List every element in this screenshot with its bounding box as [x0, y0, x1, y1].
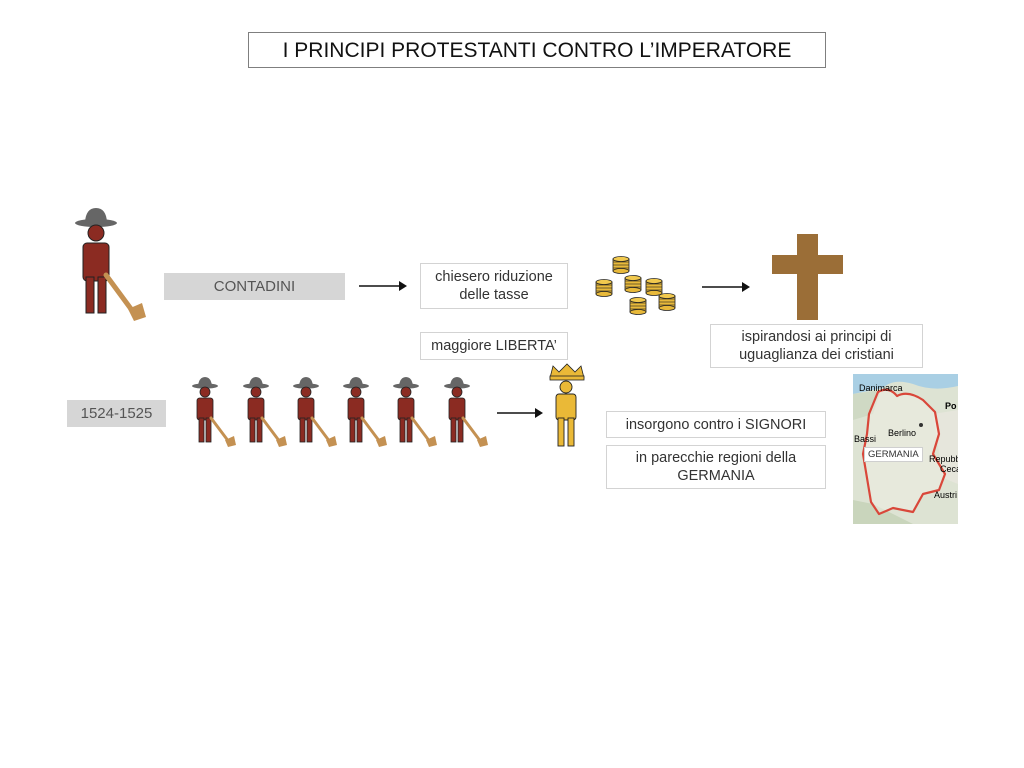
peasant-icon [391, 375, 439, 449]
peasant-icon [190, 375, 238, 449]
peasants-group [190, 375, 490, 449]
inspiration-box: ispirandosi ai principi di uguaglianza d… [710, 324, 923, 368]
coins-icon [595, 256, 676, 315]
demand-tax-box: chiesero riduzione delle tasse [420, 263, 568, 309]
map-country-label: GERMANIA [864, 447, 923, 462]
map-label: Bassi [854, 434, 876, 444]
arrow-icon [497, 408, 543, 418]
demand-freedom-box: maggiore LIBERTA’ [420, 332, 568, 360]
map-label: Austri [934, 490, 957, 500]
arrow-icon [359, 281, 407, 291]
lord-icon [549, 363, 585, 447]
map-label: Danimarca [859, 383, 903, 393]
revolt-box: insorgono contro i SIGNORI [606, 411, 826, 438]
peasant-icon [341, 375, 389, 449]
regions-box: in parecchie regioni della GERMANIA [606, 445, 826, 489]
map-label: Berlino [888, 428, 916, 438]
peasant-icon [291, 375, 339, 449]
map-label: Po [945, 401, 957, 411]
peasant-icon [241, 375, 289, 449]
map-label: Repubb [929, 454, 958, 464]
cross-icon [772, 234, 843, 320]
years-label: 1524-1525 [67, 400, 166, 427]
contadini-label: CONTADINI [164, 273, 345, 300]
map-label: Ceca [940, 464, 958, 474]
peasant-icon [75, 208, 146, 321]
peasant-icon [442, 375, 490, 449]
page-title: I PRINCIPI PROTESTANTI CONTRO L’IMPERATO… [248, 32, 826, 68]
arrow-icon [702, 282, 750, 292]
